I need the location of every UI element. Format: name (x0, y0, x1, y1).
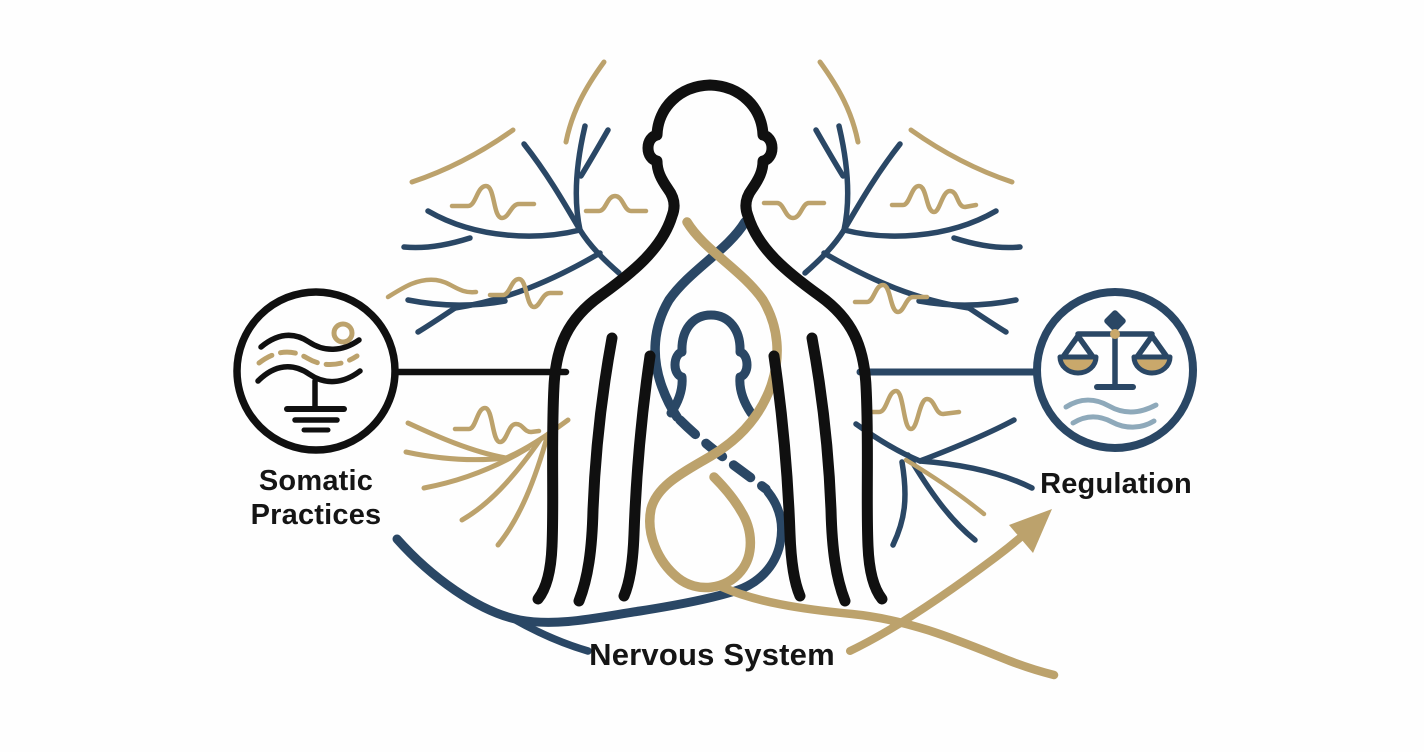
scale-pan-right (1131, 354, 1173, 376)
pulse-wave (452, 405, 542, 445)
pulse-wave (583, 193, 649, 214)
branch-line (917, 458, 1035, 491)
arc-line (409, 127, 516, 185)
scale-top-knob (1104, 310, 1126, 332)
scale-pan-left (1057, 354, 1099, 376)
branch-line (421, 445, 531, 491)
arc-line (563, 59, 607, 145)
branch-line (405, 420, 509, 461)
branch-line (916, 297, 1019, 308)
somatic-practices-label: Somatic Practices (250, 465, 382, 531)
lower-left-nerve-tree (403, 417, 571, 548)
scale-string (1060, 333, 1096, 360)
gold-strand (645, 217, 782, 593)
water-wave-line (1070, 414, 1157, 430)
gold-arrowhead (1009, 509, 1052, 553)
grounding-wave-icon (255, 321, 363, 433)
branch-line (890, 459, 908, 548)
sun-dot-icon (331, 321, 355, 345)
branch-line (403, 449, 509, 463)
branch-line (425, 208, 583, 239)
branch-line (903, 457, 987, 517)
navy-flow-fork (508, 614, 592, 655)
branch-line (821, 250, 972, 311)
scale-pivot-dot (1110, 329, 1120, 339)
branch-line (459, 437, 543, 523)
gold-arrow (846, 509, 1052, 655)
branch-line (578, 127, 611, 179)
arc-line (817, 59, 861, 145)
upper-left-nerve-tree (401, 123, 622, 335)
wave-line (258, 332, 362, 352)
dashed-wave-line (256, 349, 360, 367)
inner-figure-outline (666, 310, 756, 418)
pulse-waves-left (385, 183, 649, 445)
branch-line (573, 123, 588, 233)
navy-strand-dashed (675, 415, 771, 494)
branch-line (951, 235, 1023, 251)
left-torso-line (618, 350, 656, 602)
branch-line (813, 127, 846, 179)
regulation-label: Regulation (1040, 468, 1192, 500)
gold-flow-curve (717, 582, 1059, 680)
scale-string (1134, 333, 1170, 360)
nervous-system-label: Nervous System (589, 637, 835, 672)
body-outline (532, 79, 888, 605)
branch-line (495, 431, 551, 548)
branch-line (405, 297, 508, 308)
somatic-circle-node (233, 288, 399, 454)
pulse-wave (385, 277, 479, 300)
pulse-wave (487, 276, 564, 310)
pulse-wave (862, 388, 962, 432)
regulation-circle-node (1033, 288, 1197, 452)
water-wave-line (1063, 397, 1159, 415)
balance-scale-icon (1057, 310, 1173, 430)
wave-line (255, 364, 363, 385)
branch-line (415, 305, 458, 335)
pulse-waves-right (761, 183, 979, 432)
navy-strand-lower (392, 487, 786, 627)
branch-line (917, 417, 1017, 464)
somatic-circle-ring (233, 288, 399, 454)
human-figure-outline (532, 79, 888, 607)
branch-line (521, 141, 583, 233)
branch-line (841, 208, 999, 239)
right-torso-line (768, 350, 806, 602)
pulse-wave (449, 183, 537, 221)
branch-line (966, 305, 1009, 335)
branch-line (841, 141, 903, 233)
arc-line (908, 127, 1015, 185)
pulse-wave (889, 183, 979, 215)
right-arm-line (806, 332, 851, 607)
gold-accent-arcs (409, 59, 1015, 185)
pulse-wave (852, 282, 930, 315)
left-arm-line (573, 332, 618, 607)
branch-line (401, 235, 473, 251)
upper-right-nerve-tree (802, 123, 1023, 335)
branch-line (836, 123, 851, 233)
pulse-wave (761, 200, 827, 221)
